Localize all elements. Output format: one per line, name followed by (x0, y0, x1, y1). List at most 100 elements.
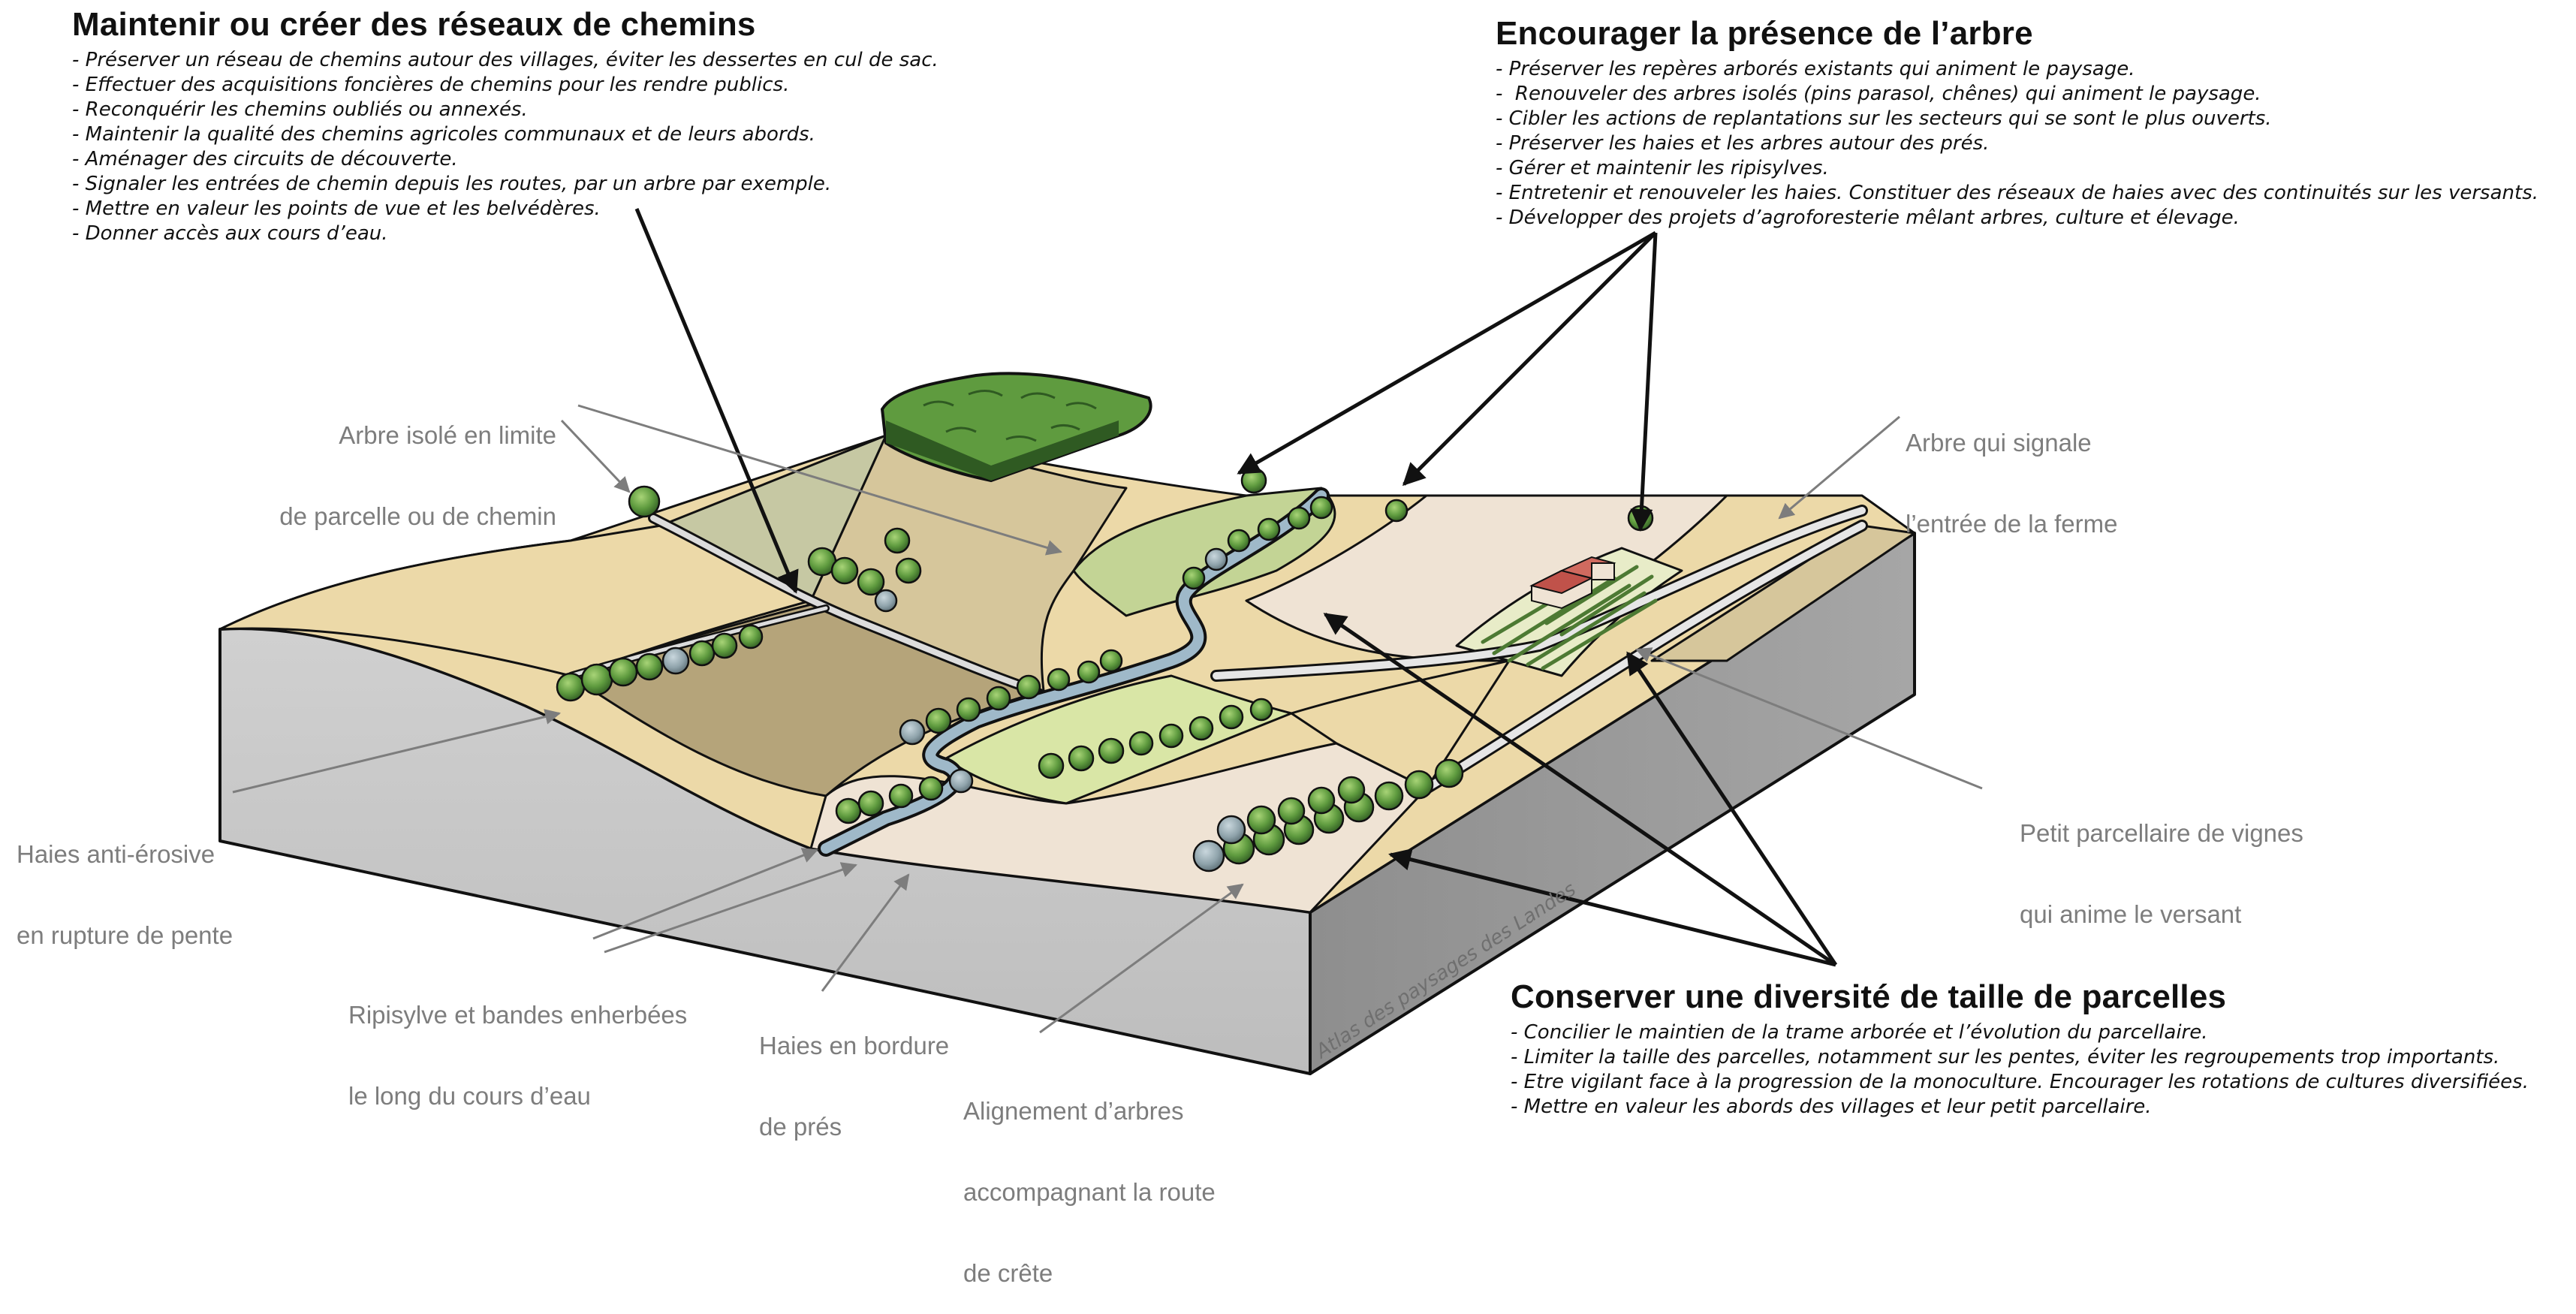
arrow-arbre-2 (1402, 231, 1657, 487)
tree (608, 657, 638, 687)
leader-haies-pres (821, 873, 910, 992)
tree (895, 557, 922, 584)
leader-haies-erosive (232, 709, 562, 794)
tree (1099, 649, 1123, 673)
block-parcelles: Conserver une diversité de taille de par… (1511, 978, 2529, 1120)
leader-alignement (1039, 883, 1244, 1034)
tree (925, 707, 952, 734)
field-right-strip (1650, 524, 1916, 662)
arrow-parcelles-1 (1323, 612, 1837, 967)
bullet-item: - Mettre en valeur les abords des villag… (1511, 1096, 2152, 1118)
tree (1216, 815, 1246, 845)
field-sand-left (218, 524, 812, 677)
trees (556, 467, 1654, 872)
field-vineyard (1455, 547, 1683, 677)
tree (1257, 517, 1281, 541)
label-haies-erosive: Haies anti-érosive en rupture de pente (17, 840, 233, 949)
tree (835, 797, 862, 824)
block-parcelles-list: - Concilier le maintien de la trame arbo… (1511, 1020, 2529, 1120)
label-alignement: Alignement d’arbres accompagnant la rout… (963, 1097, 1216, 1287)
tree (1434, 758, 1464, 788)
tree (956, 697, 981, 722)
landscape-block-diagram: Atlas des paysages des Landes (218, 208, 1983, 1075)
bullet-item: - Cibler les actions de replantations su… (1496, 107, 2272, 130)
bullet-item: - Préserver un réseau de chemins autour … (72, 49, 939, 71)
bullet-item: - Etre vigilant face à la progression de… (1511, 1071, 2529, 1093)
tree (635, 652, 664, 681)
tree (711, 632, 738, 659)
bullet-item: - Reconquérir les chemins oubliés ou ann… (72, 98, 528, 121)
tree (888, 783, 914, 809)
bullet-item: - Signaler les entrées de chemin depuis … (72, 173, 832, 195)
bullet-item: - Maintenir la qualité des chemins agric… (72, 123, 815, 146)
grey-leader-lines (232, 404, 1983, 1034)
label-vignes: Petit parcellaire de vignes qui anime le… (2020, 819, 2303, 928)
tree (1309, 496, 1333, 520)
tree (830, 556, 859, 585)
black-arrows (634, 208, 1838, 967)
arrow-parcelles-3 (1388, 848, 1836, 967)
tree (857, 568, 885, 596)
leader-arbre-ferme (1778, 415, 1900, 520)
tree (1068, 745, 1095, 772)
bullet-item: - Préserver les haies et les arbres auto… (1496, 132, 1990, 155)
tree (738, 624, 764, 649)
tree (1249, 698, 1273, 722)
arrow-arbre-3 (1630, 232, 1658, 532)
tree (1047, 668, 1071, 692)
tree (1374, 781, 1404, 811)
tree (1038, 752, 1065, 779)
tree (948, 768, 974, 794)
label-arbre-ferme: Arbre qui signale l’entrée de la ferme (1906, 429, 2118, 538)
tree (688, 640, 716, 667)
bullet-item: - Mettre en valeur les points de vue et … (72, 197, 601, 220)
tree (580, 663, 613, 696)
tree (556, 672, 586, 702)
woodland (880, 372, 1152, 483)
tree (874, 589, 898, 613)
tree (1192, 839, 1225, 872)
label-haies-pres: Haies en bordure de prés (759, 1032, 950, 1141)
block-arbre-list: - Préserver les repères arborés existant… (1496, 57, 2538, 231)
bullet-item: - Limiter la taille des parcelles, notam… (1511, 1046, 2500, 1068)
bullet-item: - Entretenir et renouveler les haies. Co… (1496, 182, 2539, 204)
arrow-chemins (634, 208, 799, 594)
tree (1384, 499, 1409, 523)
tree (986, 686, 1011, 711)
block-arbre: Encourager la présence de l’arbre - Prés… (1496, 15, 2538, 231)
arrow-arbre-1 (1237, 231, 1657, 475)
tree (884, 527, 911, 554)
tree (1219, 704, 1244, 730)
tree (1240, 467, 1267, 494)
roads (567, 505, 1868, 794)
tree (899, 719, 926, 746)
bullet-item: - Renouveler des arbres isolés (pins par… (1496, 83, 2261, 105)
tree (1307, 786, 1336, 815)
tree (661, 646, 690, 675)
tree (1128, 731, 1154, 756)
tree (1404, 770, 1434, 800)
label-ripisylve: Ripisylve et bandes enherbées le long du… (348, 1001, 688, 1110)
block-parcelles-title: Conserver une diversité de taille de par… (1511, 978, 2227, 1015)
bullet-item: - Préserver les repères arborés existant… (1496, 58, 2135, 80)
label-arbre-isole: Arbre isolé en limite de parcelle ou de … (279, 421, 556, 530)
tree (1077, 660, 1101, 684)
bullet-item: - Effectuer des acquisitions foncières d… (72, 74, 790, 96)
tree (857, 790, 884, 817)
tree (1337, 776, 1366, 804)
tree (628, 485, 661, 518)
bullet-item: - Aménager des circuits de découverte. (72, 148, 458, 170)
tree (1246, 805, 1276, 835)
arrow-parcelles-2 (1625, 651, 1838, 966)
bullet-item: - Donner accès aux cours d’eau. (72, 222, 388, 245)
tree (1182, 566, 1206, 590)
block-arbre-title: Encourager la présence de l’arbre (1496, 15, 2033, 52)
tree (1227, 529, 1251, 553)
bullet-item: - Développer des projets d’agroforesteri… (1496, 206, 2240, 229)
bullet-item: - Gérer et maintenir les ripisylves. (1496, 157, 1829, 179)
block-chemins-list: - Préserver un réseau de chemins autour … (72, 48, 939, 246)
leader-arbre-isole-1 (560, 419, 631, 493)
tree (1287, 506, 1311, 530)
tree (1189, 716, 1214, 741)
bullet-item: - Concilier le maintien de la trame arbo… (1511, 1021, 2208, 1044)
